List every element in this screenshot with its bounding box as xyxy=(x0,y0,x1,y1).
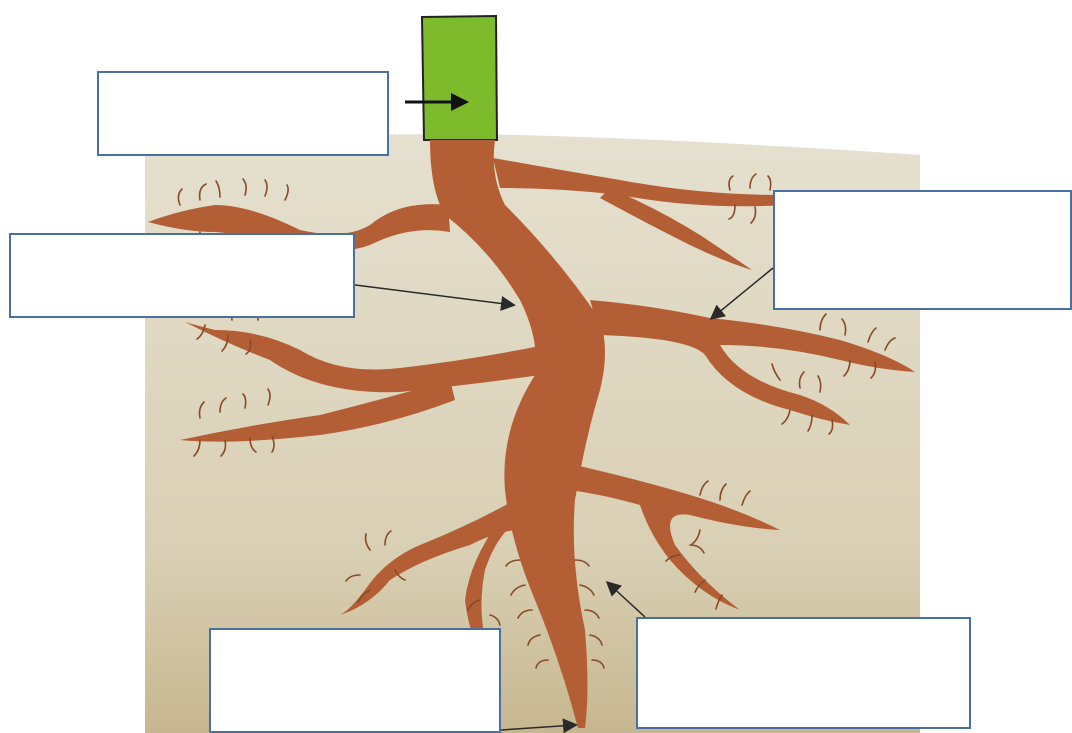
label-box-root-tip[interactable] xyxy=(209,628,501,733)
stem xyxy=(422,16,497,140)
label-box-lateral-root[interactable] xyxy=(773,190,1072,310)
label-box-stem[interactable] xyxy=(97,71,389,156)
label-box-root-hairs[interactable] xyxy=(636,617,971,729)
label-box-main-root[interactable] xyxy=(9,233,355,318)
